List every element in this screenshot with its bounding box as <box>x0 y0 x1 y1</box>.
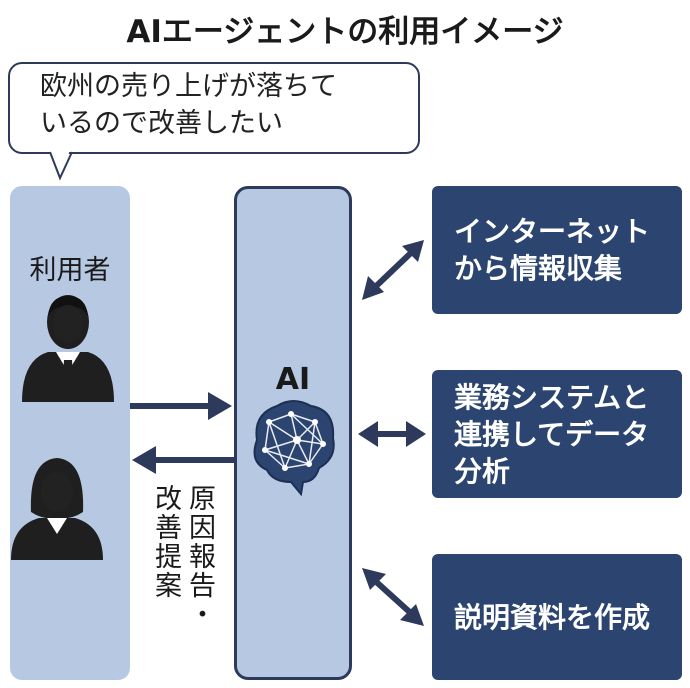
user-column <box>10 186 130 680</box>
speech-bubble-tail <box>49 150 73 181</box>
ai-label: AI <box>275 362 311 397</box>
task-1-line-2: から情報収集 <box>454 252 623 285</box>
ai-column <box>234 186 352 680</box>
task-2-line-1: 業務システムと <box>454 380 650 414</box>
task-3-line-1: 説明資料を作成 <box>454 600 651 634</box>
request-line-2: いるので改善したい <box>40 108 283 139</box>
task-2-line-3: 分析 <box>454 454 511 488</box>
task-internet-research: インターネット から情報収集 <box>432 186 682 314</box>
speech-bubble <box>8 62 420 154</box>
task-2-line-2: 連携してデータ <box>454 417 650 451</box>
response-text-col2: 改善提案 <box>150 484 181 600</box>
diagram-title: AIエージェントの利用イメージ <box>126 14 564 50</box>
task-1-line-1: インターネット <box>454 215 651 248</box>
request-text: 欧州の売り上げが落ちて いるので改善したい <box>40 68 420 142</box>
task-system-data-analysis: 業務システムと 連携してデータ 分析 <box>432 370 682 498</box>
task-create-presentation: 説明資料を作成 <box>432 554 682 680</box>
response-text-col1: 原因報告・ <box>184 484 215 629</box>
request-line-1: 欧州の売り上げが落ちて <box>40 71 337 102</box>
user-label: 利用者 <box>29 255 111 286</box>
